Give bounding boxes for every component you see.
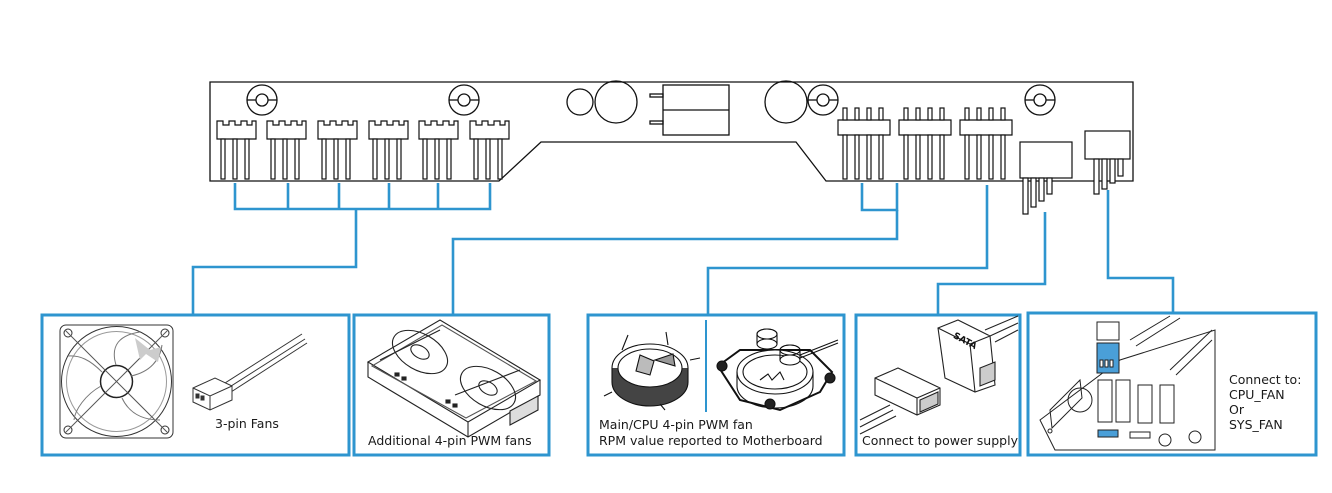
panel-label-three-pin-fans: 3-pin Fans bbox=[215, 416, 279, 431]
wire-sata-to-panel bbox=[936, 212, 1047, 314]
panel-frame-motherboard bbox=[1026, 311, 1318, 457]
controller-chip bbox=[649, 84, 730, 136]
capacitor-small bbox=[566, 88, 594, 116]
wire-three-pin-bus bbox=[233, 183, 492, 211]
panel-label-power-supply: Connect to power supply bbox=[862, 433, 1018, 448]
three-pin-header bbox=[216, 120, 257, 180]
three-pin-header-group bbox=[216, 120, 510, 180]
panel-label-main-cpu-line2: RPM value reported to Motherboard bbox=[599, 433, 823, 448]
four-pin-pwm-header bbox=[959, 107, 1013, 180]
wire-pwm-bus bbox=[860, 183, 899, 212]
panel-label-motherboard-line1: Connect to: bbox=[1229, 372, 1302, 387]
capacitor-large bbox=[594, 80, 638, 124]
panel-frame-main-cpu bbox=[586, 313, 846, 457]
panel-label-additional-pwm-fans: Additional 4-pin PWM fans bbox=[368, 433, 532, 448]
water-block-icon bbox=[716, 328, 839, 412]
three-pin-header bbox=[266, 120, 307, 180]
panel-frame-power bbox=[854, 313, 1022, 457]
panel-label-motherboard-line2: CPU_FAN bbox=[1229, 387, 1285, 402]
mounting-hole bbox=[807, 84, 839, 116]
four-pin-pwm-header bbox=[898, 107, 952, 180]
three-pin-header bbox=[317, 120, 358, 180]
motherboard-header bbox=[1084, 130, 1131, 195]
wire-three-pin-to-panel bbox=[191, 209, 358, 314]
four-pin-pwm-header bbox=[837, 107, 891, 180]
wire-group bbox=[191, 183, 1175, 314]
mounting-hole bbox=[448, 84, 480, 116]
three-pin-header bbox=[368, 120, 409, 180]
three-pin-header bbox=[418, 120, 459, 180]
hub-board-outline bbox=[209, 81, 1134, 182]
mounting-hole bbox=[1024, 84, 1056, 116]
four-pin-header-group bbox=[837, 107, 1013, 180]
dual-fan-radiator-icon bbox=[366, 319, 542, 438]
hub-board bbox=[209, 80, 1134, 182]
case-fan-icon bbox=[59, 324, 174, 439]
motherboard-icon bbox=[1039, 315, 1216, 451]
wire-mb-to-panel bbox=[1106, 190, 1175, 314]
wire-main-fan-to-panel bbox=[706, 185, 989, 314]
panel-label-main-cpu-line1: Main/CPU 4-pin PWM fan bbox=[599, 417, 753, 432]
panel-frames bbox=[40, 311, 1318, 457]
panel-frame-three-pin bbox=[40, 313, 351, 457]
wire-pwm-to-panel bbox=[451, 210, 899, 314]
sata-power-header bbox=[1019, 141, 1073, 215]
mounting-hole bbox=[246, 84, 278, 116]
three-pin-connector-icon bbox=[192, 333, 308, 411]
panel-frame-additional-pwm bbox=[352, 313, 551, 457]
sata-connector-icon bbox=[859, 315, 1019, 435]
panel-label-motherboard-line3: Or bbox=[1229, 402, 1244, 417]
panel-label-motherboard-line4: SYS_FAN bbox=[1229, 417, 1283, 432]
capacitor-large bbox=[764, 80, 808, 124]
three-pin-header bbox=[469, 120, 510, 180]
cpu-cooler-icon bbox=[603, 331, 701, 411]
